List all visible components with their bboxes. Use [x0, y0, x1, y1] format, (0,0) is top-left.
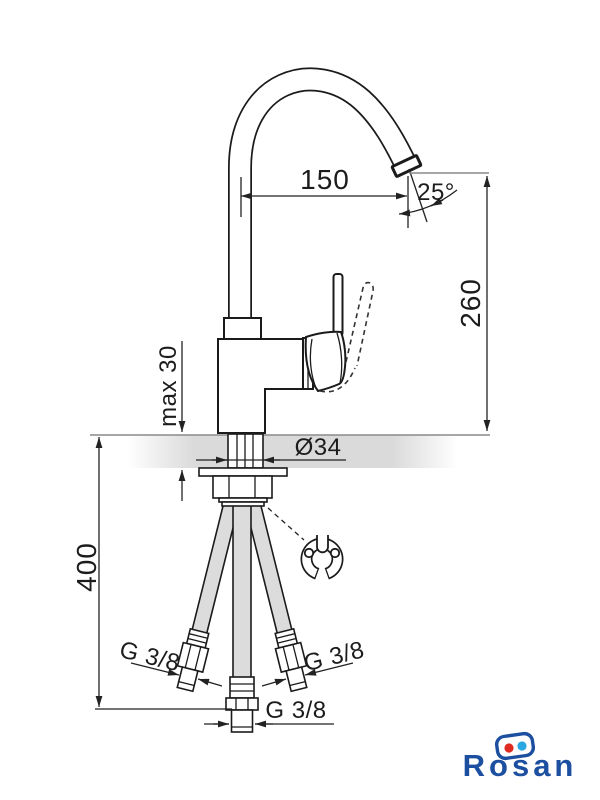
clip-leader-line	[267, 507, 305, 541]
dim-spout-angle: 25°	[398, 168, 458, 228]
dim-hose-length: 400	[71, 437, 232, 710]
dim-thread-bottom-label: G 3/8	[265, 697, 326, 724]
supply-hose-right	[244, 500, 308, 693]
dim-spout-angle-label: 25°	[417, 179, 455, 206]
mounting-clip	[267, 507, 344, 580]
faucet-body	[217, 338, 304, 434]
dim-thread-left-label: G 3/8	[117, 636, 183, 677]
brand-logo-icon	[494, 731, 536, 761]
supply-hose-center	[225, 502, 259, 733]
dim-hole-diameter-label: Ø34	[295, 434, 342, 461]
logo-cyan-dot	[517, 741, 527, 751]
dim-thread-right-label: G 3/8	[301, 636, 367, 677]
dim-deck-thickness-label: max 30	[155, 345, 182, 427]
dim-thread-bottom: G 3/8	[204, 697, 334, 728]
mounting-plate	[198, 467, 288, 477]
logo-red-dot	[504, 743, 514, 753]
dim-spout-reach: 150	[240, 164, 407, 217]
mounting-hardware	[198, 433, 288, 507]
faucet	[217, 67, 423, 434]
spout-outlet	[390, 154, 423, 178]
dim-hose-length-label: 400	[71, 542, 102, 592]
dim-spout-height-label: 260	[455, 278, 486, 328]
supply-hose-left	[176, 500, 240, 693]
spout-base-collar	[223, 317, 262, 340]
dim-deck-thickness: max 30	[155, 341, 186, 501]
dim-spout-height: 260	[409, 172, 491, 431]
dim-spout-reach-label: 150	[300, 164, 350, 195]
lever-handle	[332, 273, 344, 337]
mounting-nut	[212, 475, 273, 499]
handle-hub	[304, 330, 347, 393]
brand-logo: Rosan	[463, 731, 573, 783]
countertop	[90, 434, 490, 468]
handle-alternate-position	[345, 281, 374, 367]
dim-hole-diameter: Ø34	[196, 434, 346, 464]
